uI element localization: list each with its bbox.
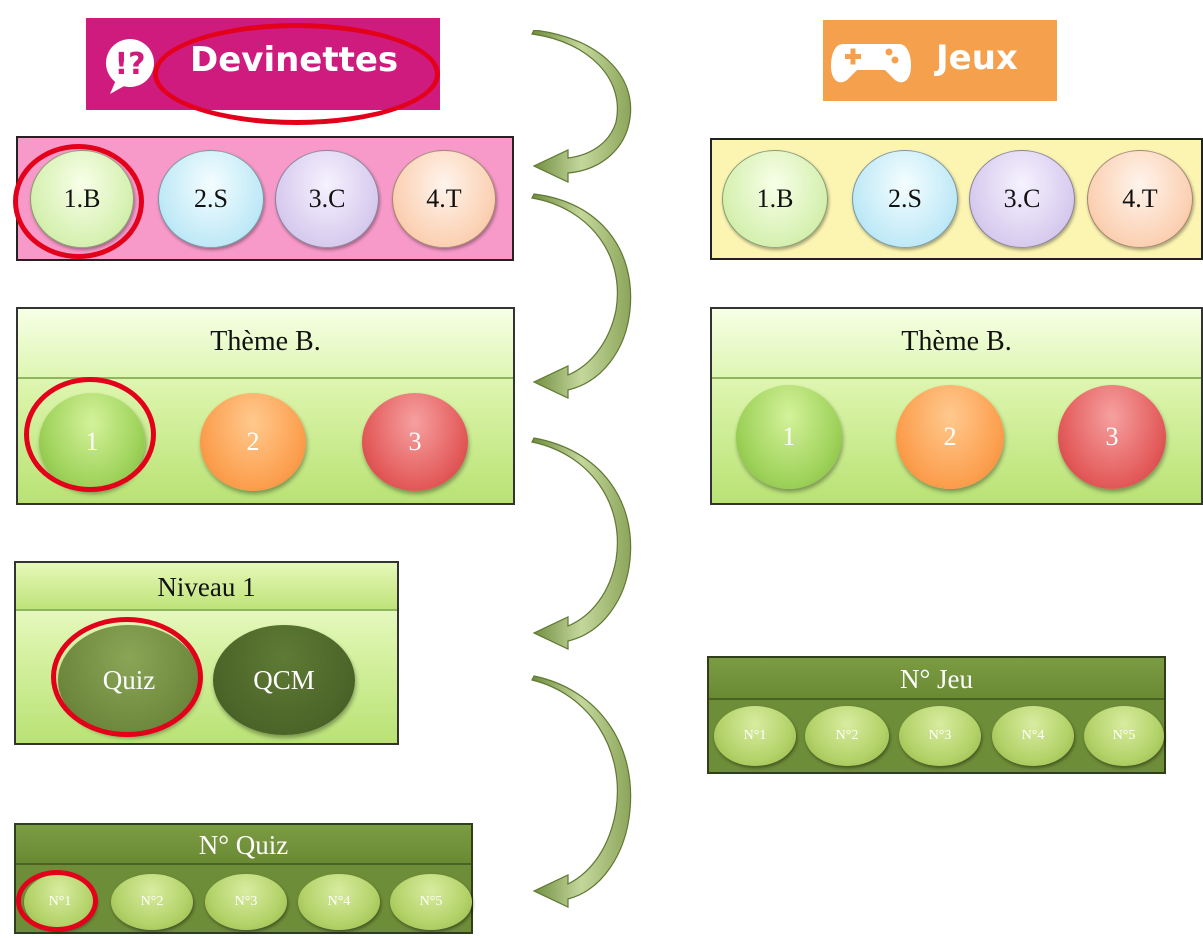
jeux-number-1-label: N°1 xyxy=(743,728,767,743)
theme-2s-label: 2.S xyxy=(194,184,228,213)
flow-arrow-4 xyxy=(531,675,632,908)
quiz-number-3-button[interactable]: N°3 xyxy=(205,874,287,930)
level-3-label: 3 xyxy=(408,427,422,456)
jeux-theme-1b-label: 1.B xyxy=(756,184,794,213)
jeux-theme-2s-label: 2.S xyxy=(888,184,922,213)
jeux-number-panel: N° Jeu N°1 N°2 N°3 N°4 N°5 xyxy=(707,656,1166,774)
theme-3c-label: 3.C xyxy=(308,184,346,213)
jeux-theme-4t-button[interactable]: 4.T xyxy=(1087,150,1193,248)
quiz-number-5-label: N°5 xyxy=(419,894,443,909)
jeux-number-5-label: N°5 xyxy=(1112,728,1136,743)
quiz-number-3-label: N°3 xyxy=(234,894,258,909)
jeux-level-2-button[interactable]: 2 xyxy=(896,385,1004,489)
jeux-number-3-button[interactable]: N°3 xyxy=(899,706,981,766)
jeux-number-2-button[interactable]: N°2 xyxy=(805,706,889,766)
theme-4t-button[interactable]: 4.T xyxy=(392,150,496,248)
level-2-button[interactable]: 2 xyxy=(200,393,306,491)
svg-text:!?: !? xyxy=(114,47,145,82)
jeux-header[interactable]: Jeux xyxy=(823,20,1057,101)
jeux-level-1-label: 1 xyxy=(782,422,796,451)
flow-arrows xyxy=(531,30,632,908)
qcm-label: QCM xyxy=(253,664,315,695)
level-2-label: 2 xyxy=(246,427,260,456)
theme-4t-label: 4.T xyxy=(426,184,462,213)
quiz-number-4-button[interactable]: N°4 xyxy=(298,874,380,930)
qcm-button[interactable]: QCM xyxy=(213,625,355,735)
devinettes-highlight xyxy=(153,23,440,125)
jeux-theme-4t-label: 4.T xyxy=(1122,184,1158,213)
flow-arrow-3 xyxy=(531,437,632,650)
jeux-level-3-label: 3 xyxy=(1105,422,1119,451)
jeux-level-2-label: 2 xyxy=(943,422,957,451)
jeux-theme-2s-button[interactable]: 2.S xyxy=(852,150,958,248)
theme-panel-title: Thème B. xyxy=(18,309,513,379)
quiz-number-5-button[interactable]: N°5 xyxy=(390,874,472,930)
quiz-number-4-label: N°4 xyxy=(327,894,351,909)
jeux-label: Jeux xyxy=(936,38,1018,78)
jeux-level-3-button[interactable]: 3 xyxy=(1058,385,1166,489)
jeux-number-4-label: N°4 xyxy=(1021,728,1045,743)
niveau-panel-title: Niveau 1 xyxy=(16,563,397,611)
jeux-theme-panel-title: Thème B. xyxy=(712,309,1201,379)
quiz-number-2-label: N°2 xyxy=(140,894,164,909)
jeux-number-1-button[interactable]: N°1 xyxy=(714,706,796,766)
jeux-theme-1b-button[interactable]: 1.B xyxy=(722,150,828,248)
jeux-theme-panel: Thème B. 1 2 3 xyxy=(710,307,1203,505)
jeux-number-2-label: N°2 xyxy=(835,728,859,743)
quiz-number-title: N° Quiz xyxy=(16,825,471,865)
theme-1b-highlight xyxy=(13,144,144,259)
jeux-theme-3c-label: 3.C xyxy=(1003,184,1041,213)
jeux-themes-bar: 1.B 2.S 3.C 4.T xyxy=(710,138,1203,260)
level-3-button[interactable]: 3 xyxy=(362,393,468,491)
jeux-number-title: N° Jeu xyxy=(709,658,1164,700)
jeux-level-1-button[interactable]: 1 xyxy=(736,385,842,489)
level-1-highlight xyxy=(24,377,156,492)
quiz-number-2-button[interactable]: N°2 xyxy=(111,874,193,930)
jeux-theme-3c-button[interactable]: 3.C xyxy=(969,150,1075,248)
quiz-highlight xyxy=(51,617,203,737)
jeux-number-5-button[interactable]: N°5 xyxy=(1084,706,1164,766)
jeux-number-4-button[interactable]: N°4 xyxy=(992,706,1074,766)
theme-2s-button[interactable]: 2.S xyxy=(158,150,264,248)
jeux-number-3-label: N°3 xyxy=(928,728,952,743)
flow-arrow-2 xyxy=(531,193,632,399)
theme-3c-button[interactable]: 3.C xyxy=(275,150,379,248)
question-bubble-icon: !? xyxy=(106,39,154,94)
gamepad-icon xyxy=(831,44,911,83)
flow-arrow-1 xyxy=(531,30,632,183)
quiz-number-1-highlight xyxy=(16,870,98,932)
